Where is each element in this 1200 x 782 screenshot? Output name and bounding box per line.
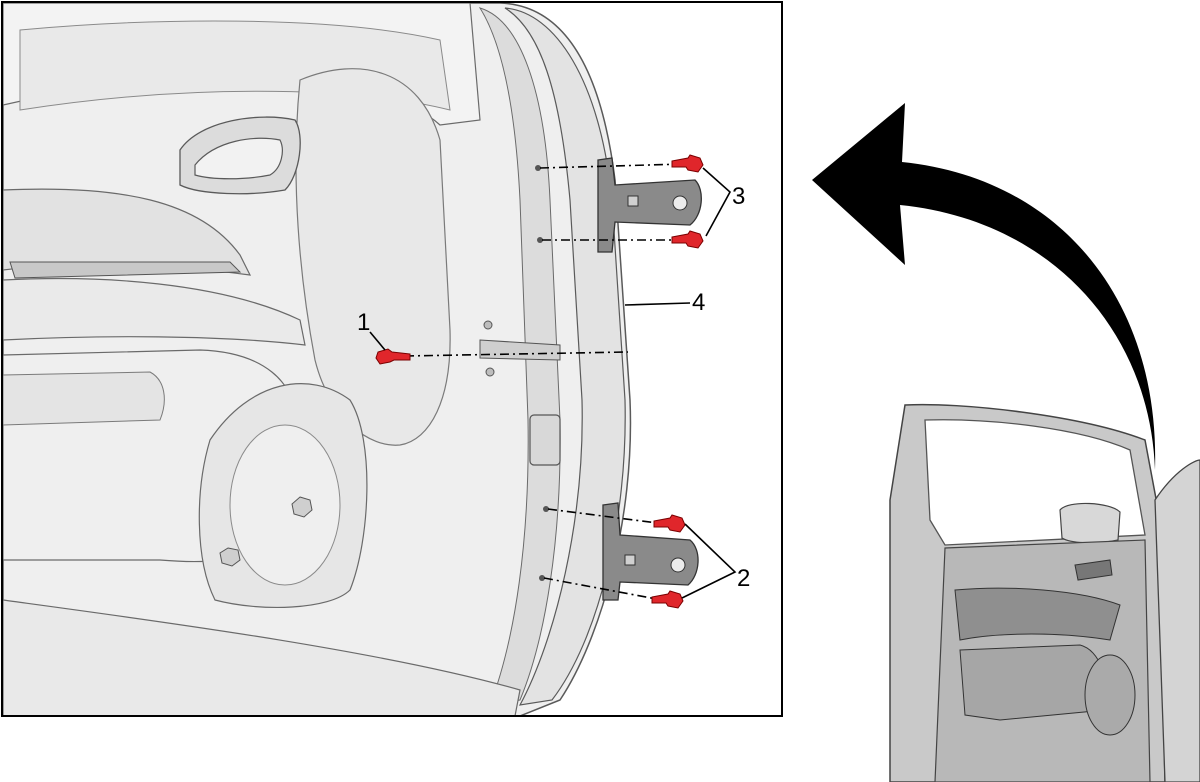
vehicle-overview [889,403,1200,782]
bolt-hole [535,165,541,171]
speaker-fastener-lower [219,547,241,567]
door-panel-bulge [295,68,451,446]
bolt-hole [539,575,545,581]
hinge-slot [627,195,639,207]
overview-handle [1074,559,1113,581]
detail-view: 1 2 3 4 [1,1,783,717]
bolt-icon [375,154,704,609]
pocket-lip [3,371,165,426]
speaker-grille [229,424,341,586]
hinge-icon [597,157,702,253]
switch-strip [9,261,242,279]
callout-1: 1 [357,309,370,336]
curved-arrow-icon [812,103,1156,470]
hinge-icon [602,502,699,601]
overview-armrest [954,587,1121,641]
vehicle-body-edge [1154,459,1200,782]
bolt-hole [543,506,549,512]
hinge-pin-hole [670,557,686,573]
door-handle [194,137,283,180]
door-check [529,414,561,466]
upper-hinge [597,157,702,253]
alignment-lines [404,163,686,601]
mount-hole [485,367,495,377]
door-sill [3,599,521,715]
callout-3: 3 [732,183,745,210]
leader-lines [369,167,737,599]
callout-2: 2 [737,565,750,592]
callout-4: 4 [692,289,705,316]
hinge-slot [624,554,636,566]
speaker-fastener [291,496,313,518]
overview-pocket [959,644,1107,721]
hinge-pin-hole [672,195,688,211]
bolt-hole [537,237,543,243]
mount-hole [483,320,493,330]
lower-hinge [602,502,699,601]
door-edge [504,7,626,706]
armrest [3,277,306,346]
side-mirror [1059,502,1121,544]
overview-speaker [1084,654,1136,736]
